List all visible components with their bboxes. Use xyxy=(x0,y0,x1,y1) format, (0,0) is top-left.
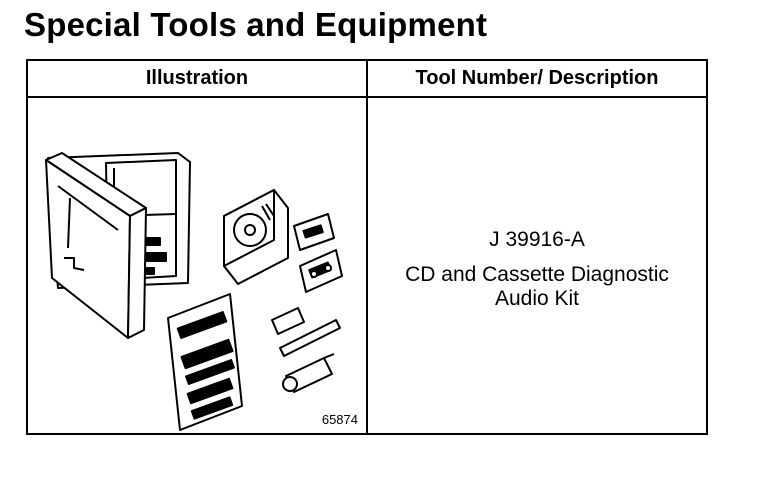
page-title: Special Tools and Equipment xyxy=(24,6,488,43)
header-tool-description: Tool Number/ Description xyxy=(415,67,659,89)
tool-description-line: Audio Kit xyxy=(494,287,580,310)
adapter-plug-icon xyxy=(271,307,341,393)
header-illustration: Illustration xyxy=(145,67,249,89)
column-divider xyxy=(366,61,368,433)
tool-number: J 39916-A xyxy=(489,228,585,251)
tool-description-line: CD and Cassette Diagnostic xyxy=(405,263,669,286)
cassette-tape-icon xyxy=(293,213,343,293)
tool-description: CD and Cassette Diagnostic Audio Kit xyxy=(368,263,706,311)
tools-table: Illustration Tool Number/ Description xyxy=(26,59,708,435)
illustration-cell: 65874 xyxy=(28,98,366,433)
carry-case-icon xyxy=(45,152,191,339)
figure-number: 65874 xyxy=(321,412,358,427)
tool-description-cell: J 39916-A CD and Cassette Diagnostic Aud… xyxy=(368,98,706,433)
cd-cassette-diagnostic-kit-illustration-icon xyxy=(45,152,343,431)
instruction-manual-icon xyxy=(167,293,243,431)
compact-disc-icon xyxy=(223,189,289,285)
